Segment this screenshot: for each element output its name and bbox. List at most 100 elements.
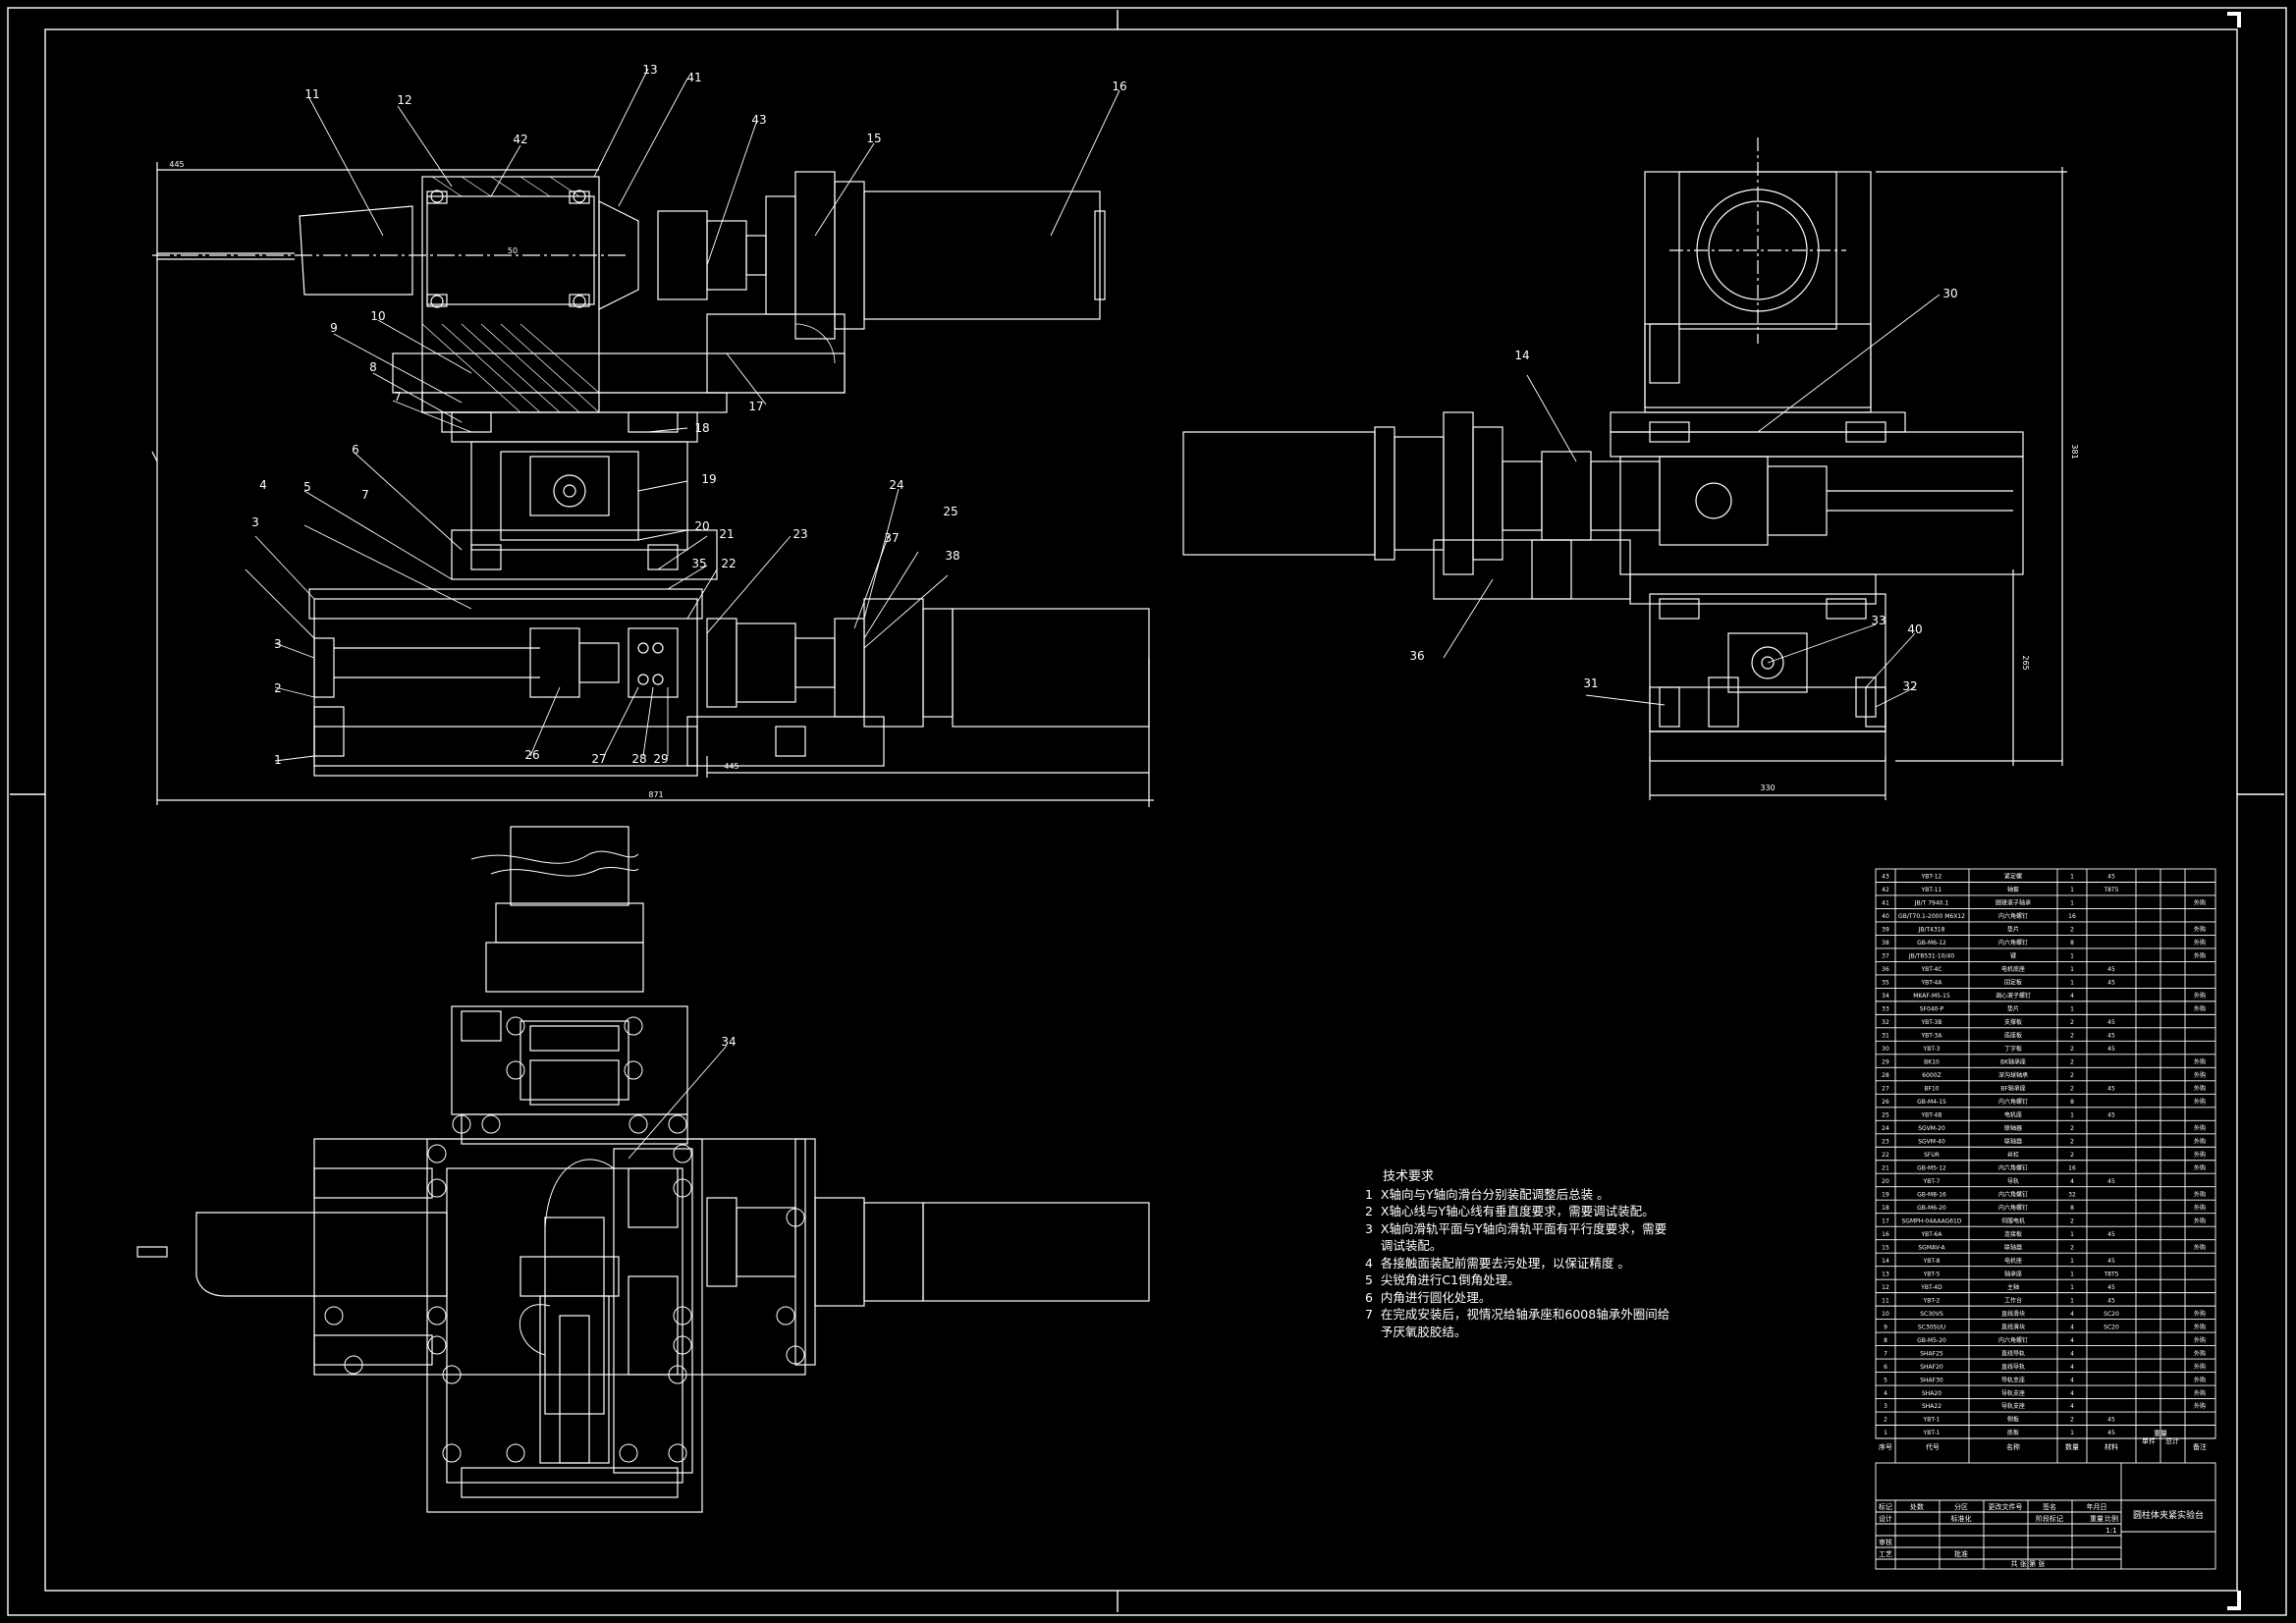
- table-cell: 7: [1884, 1350, 1887, 1357]
- header-cell: 总计: [2165, 1436, 2179, 1445]
- balloon: 25: [943, 505, 957, 518]
- header-cell: 序号: [1879, 1442, 1892, 1451]
- balloon: 4: [259, 478, 267, 492]
- table-cell: 联轴器: [2004, 1243, 2022, 1251]
- table-cell: 6000Z: [1922, 1072, 1941, 1079]
- balloon: 26: [524, 748, 539, 762]
- dimension-text: 871: [648, 790, 663, 799]
- table-cell: 2: [1884, 1417, 1887, 1424]
- table-cell: 内六角螺钉: [1998, 939, 2028, 947]
- balloon: 35: [691, 557, 706, 570]
- table-cell: 21: [1882, 1164, 1889, 1171]
- table-cell: 2: [2070, 927, 2074, 934]
- table-cell: BF轴承座: [2000, 1085, 2026, 1093]
- table-cell: 4: [2070, 1178, 2074, 1185]
- table-cell: 18: [1882, 1205, 1889, 1212]
- table-cell: SC20: [2104, 1324, 2119, 1330]
- table-cell: 外购: [2194, 1336, 2206, 1344]
- table-cell: 32: [2068, 1191, 2076, 1198]
- balloon: 15: [866, 132, 881, 145]
- table-cell: 4: [2070, 1377, 2074, 1383]
- table-cell: 4: [2070, 1364, 2074, 1371]
- table-cell: 4: [2070, 1337, 2074, 1344]
- table-cell: 导轨支座: [2001, 1389, 2025, 1397]
- balloon: 6: [352, 443, 359, 457]
- table-cell: GB-M6-20: [1917, 1205, 1946, 1212]
- header-cell: 单件: [2142, 1436, 2156, 1445]
- tech-requirement-line: 5 尖锐角进行C1倒角处理。: [1365, 1272, 1520, 1287]
- table-cell: 45: [2107, 1046, 2115, 1053]
- balloon-numbers: 11 12 42 13 41 43 15 16 10 9 8 7 17 18 1…: [251, 63, 1957, 1049]
- table-cell: YBT-3: [1923, 1046, 1941, 1053]
- balloon: 33: [1871, 614, 1886, 627]
- table-cell: SGMPH-04AAAG61D: [1901, 1217, 1961, 1224]
- balloon: 8: [369, 360, 377, 374]
- table-cell: 2: [2070, 1072, 2074, 1079]
- balloon: 36: [1409, 649, 1424, 663]
- balloon: 30: [1942, 287, 1957, 300]
- tech-requirement-line: 1 X轴向与Y轴向滑台分别装配调整后总装 。: [1365, 1186, 1610, 1202]
- tech-requirement-line: 7 在完成安装后，视情况给轴承座和6008轴承外圈间给: [1365, 1307, 1670, 1322]
- table-cell: 外购: [2194, 1349, 2206, 1357]
- dimension-text: 50: [508, 246, 518, 255]
- table-cell: 8: [2070, 1099, 2074, 1106]
- table-cell: 31: [1882, 1033, 1889, 1040]
- table-cell: 22: [1882, 1152, 1889, 1159]
- sign-label: 审核: [1879, 1538, 1892, 1546]
- balloon: 22: [721, 557, 736, 570]
- table-cell: 垫片: [2007, 1005, 2019, 1013]
- table-cell: SHAF20: [1920, 1364, 1943, 1371]
- table-cell: 外购: [2194, 899, 2206, 907]
- table-cell: SHAF30: [1920, 1377, 1943, 1383]
- table-cell: 深沟球轴承: [1998, 1071, 2028, 1079]
- table-cell: 1: [2070, 1006, 2074, 1013]
- table-cell: 4: [1884, 1390, 1887, 1397]
- table-cell: 35: [1882, 980, 1889, 987]
- parts-row-lines: [1876, 882, 2215, 1439]
- table-cell: 外购: [2194, 1058, 2206, 1066]
- table-cell: 8: [2070, 1205, 2074, 1212]
- table-cell: 45: [2107, 980, 2115, 987]
- balloon: 18: [694, 421, 709, 435]
- table-cell: 外购: [2194, 1376, 2206, 1383]
- table-cell: 内六角螺钉: [1998, 1204, 2028, 1212]
- table-cell: 45: [2107, 874, 2115, 881]
- table-cell: 4: [2070, 1403, 2074, 1410]
- balloon: 34: [721, 1035, 736, 1049]
- table-cell: 外购: [2194, 992, 2206, 1000]
- table-cell: SGMAV-A: [1918, 1244, 1945, 1251]
- table-cell: 5: [1884, 1377, 1887, 1383]
- table-cell: 导轨支座: [2001, 1376, 2025, 1383]
- table-cell: 4: [2070, 1350, 2074, 1357]
- header-cell: 备注: [2193, 1442, 2207, 1451]
- sign-label: 标记: [1879, 1502, 1892, 1511]
- balloon: 1: [274, 753, 282, 767]
- table-cell: 36: [1882, 966, 1889, 973]
- table-cell: YBT-3A: [1921, 1033, 1943, 1040]
- tech-requirement-line: 予厌氧胶胶结。: [1365, 1324, 1467, 1339]
- table-cell: 1: [2070, 1284, 2074, 1291]
- sign-label: 标准化: [1951, 1514, 1972, 1523]
- balloon: 10: [370, 309, 385, 323]
- table-cell: 内六角螺钉: [1998, 1163, 2028, 1171]
- table-cell: 38: [1882, 940, 1889, 947]
- table-cell: 45: [2107, 1430, 2115, 1436]
- table-cell: YBT-1: [1923, 1430, 1941, 1436]
- bk-bearing-block: [628, 627, 679, 698]
- balloon: 17: [748, 400, 763, 413]
- side-view: [1182, 137, 2067, 800]
- table-cell: SC30SUU: [1918, 1324, 1945, 1330]
- table-cell: 1: [2070, 1430, 2074, 1436]
- table-cell: 41: [1882, 900, 1889, 907]
- table-cell: 内六角螺钉: [1998, 1336, 2028, 1344]
- balloon: 2: [274, 681, 282, 695]
- table-cell: YBT-6A: [1921, 1231, 1943, 1238]
- table-cell: 45: [2107, 1178, 2115, 1185]
- table-cell: 丁字板: [2004, 1045, 2022, 1053]
- table-cell: 外购: [2194, 1098, 2206, 1106]
- table-cell: SHAF25: [1920, 1350, 1943, 1357]
- table-cell: 45: [2107, 1297, 2115, 1304]
- table-cell: 外购: [2194, 1363, 2206, 1371]
- sign-label: 签名: [2043, 1502, 2056, 1511]
